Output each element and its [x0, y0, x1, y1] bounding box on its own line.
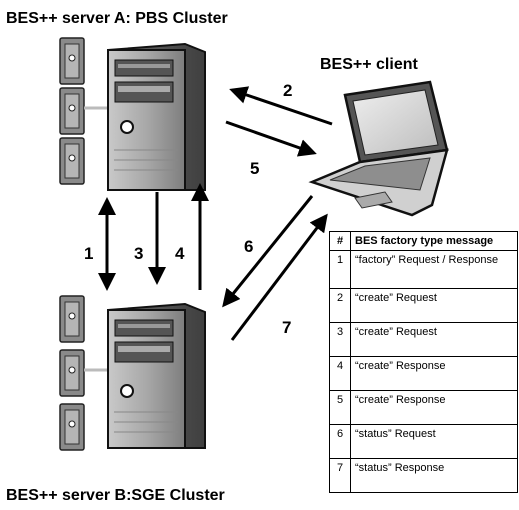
table-row: 2 “create” Request — [329, 288, 518, 323]
laptop-icon — [308, 80, 449, 217]
client-title: BES++ client — [320, 56, 418, 73]
table-row: 3 “create” Request — [329, 322, 518, 357]
step-label-2: 2 — [283, 81, 292, 100]
server-a-node-1 — [59, 37, 85, 85]
step-label-6: 6 — [244, 237, 253, 256]
row-number: 6 — [329, 424, 351, 459]
server-b-cluster — [59, 295, 206, 451]
table-row: 5 “create” Response — [329, 390, 518, 425]
server-b-node-3 — [59, 403, 85, 451]
row-message: “create” Response — [350, 356, 518, 391]
server-a-tower-icon — [107, 42, 206, 191]
step-label-5: 5 — [250, 159, 259, 178]
row-message: “create” Response — [350, 390, 518, 425]
arrow-5 — [225, 120, 317, 157]
table-row: 1 “factory” Request / Response — [329, 250, 518, 289]
header-number: # — [329, 231, 351, 251]
arrow-2 — [229, 86, 333, 126]
table-row: 6 “status” Request — [329, 424, 518, 459]
row-number: 4 — [329, 356, 351, 391]
row-message: “create” Request — [350, 322, 518, 357]
header-message-type: BES factory type message — [350, 231, 518, 251]
step-label-3: 3 — [134, 244, 143, 263]
server-a-cluster — [59, 37, 206, 191]
table-row: 7 “status” Response — [329, 458, 518, 493]
step-label-7: 7 — [282, 318, 291, 337]
row-number: 2 — [329, 288, 351, 323]
arrow-7 — [230, 213, 328, 341]
row-number: 1 — [329, 250, 351, 289]
row-number: 3 — [329, 322, 351, 357]
step-label-4: 4 — [175, 244, 185, 263]
row-message: “factory” Request / Response — [350, 250, 518, 289]
server-b-node-2 — [59, 349, 85, 397]
message-table: # BES factory type message 1 “factory” R… — [329, 231, 518, 493]
server-a-node-2 — [59, 87, 85, 135]
server-a-node-3 — [59, 137, 85, 185]
arrow-6 — [222, 195, 314, 308]
server-b-tower-icon — [107, 302, 206, 449]
table-header-row: # BES factory type message — [329, 231, 518, 251]
server-a-title: BES++ server A: PBS Cluster — [6, 10, 228, 27]
step-label-1: 1 — [84, 244, 93, 263]
row-message: “create” Request — [350, 288, 518, 323]
table-row: 4 “create” Response — [329, 356, 518, 391]
server-b-node-1 — [59, 295, 85, 343]
row-number: 5 — [329, 390, 351, 425]
server-b-title: BES++ server B:SGE Cluster — [6, 487, 225, 504]
row-number: 7 — [329, 458, 351, 493]
row-message: “status” Request — [350, 424, 518, 459]
row-message: “status” Response — [350, 458, 518, 493]
